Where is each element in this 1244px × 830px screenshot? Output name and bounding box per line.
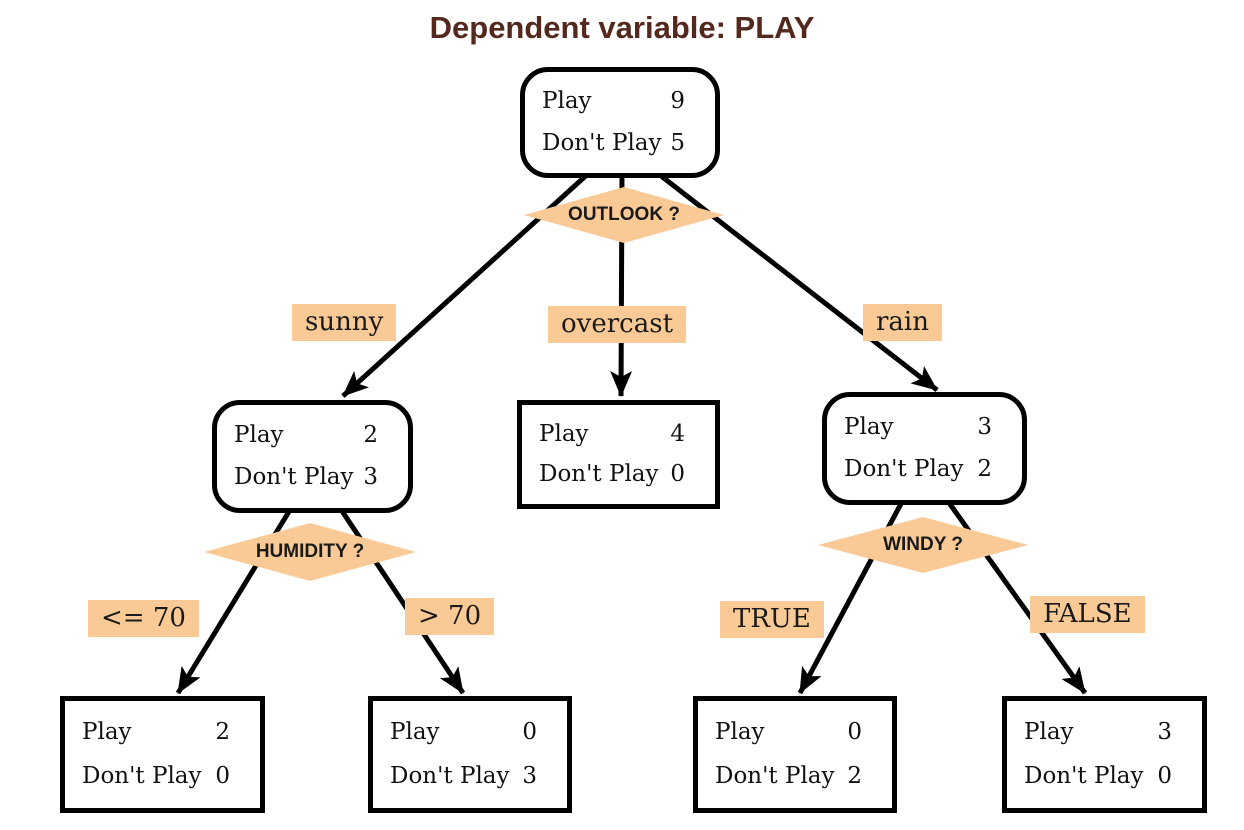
dont-play-label: Don't Play [844, 456, 964, 482]
branch-label-windy-true: TRUE [720, 601, 824, 638]
node-row: Don't Play 3 [217, 466, 408, 489]
outlook-question-label: OUTLOOK ? [568, 204, 680, 225]
play-count: 3 [977, 414, 992, 440]
play-count: 2 [363, 422, 378, 448]
node-row: Don't Play 0 [1007, 762, 1202, 789]
play-label: Play [234, 422, 284, 448]
node-row: Play 9 [525, 90, 715, 113]
node-row: Play 3 [827, 416, 1022, 439]
play-count: 4 [670, 420, 685, 447]
dont-play-count: 3 [363, 464, 378, 490]
node-row: Play 0 [698, 721, 892, 744]
node-row: Play 2 [65, 721, 260, 744]
node-row: Don't Play 2 [698, 762, 892, 789]
windy-true-label: TRUE [733, 604, 811, 634]
play-label: Play [844, 414, 894, 440]
node-sunny: Play 2 Don't Play 3 [212, 400, 413, 513]
dont-play-count: 3 [522, 762, 537, 789]
humidity-question-label: HUMIDITY ? [255, 541, 365, 562]
leaf-humidity-low: Play 2 Don't Play 0 [60, 696, 265, 813]
branch-label-windy-false: FALSE [1030, 596, 1145, 633]
node-row: Play 4 [522, 420, 715, 447]
leaf-windy-true: Play 0 Don't Play 2 [693, 696, 897, 813]
play-count: 2 [215, 719, 230, 746]
humidity-high-label: > 70 [418, 601, 482, 631]
leaf-windy-false: Play 3 Don't Play 0 [1002, 696, 1207, 813]
edge-rain [654, 170, 939, 392]
node-rain: Play 3 Don't Play 2 [822, 392, 1027, 505]
node-row: Don't Play 5 [525, 129, 715, 156]
branch-label-humidity-low: <= 70 [88, 600, 199, 637]
branch-label-rain: rain [863, 304, 942, 341]
node-row: Don't Play 0 [522, 463, 715, 486]
dont-play-label: Don't Play [82, 762, 202, 789]
page-title: Dependent variable: PLAY [429, 10, 815, 45]
humidity-low-label: <= 70 [101, 603, 186, 633]
edge-humidity-high [335, 503, 466, 695]
play-label: Play [539, 420, 589, 447]
leaf-humidity-high: Play 0 Don't Play 3 [368, 696, 572, 813]
node-row: Don't Play 3 [373, 762, 567, 789]
windy-false-label: FALSE [1043, 599, 1132, 629]
play-count: 0 [522, 719, 537, 746]
rain-label: rain [876, 307, 929, 337]
dont-play-count: 2 [847, 762, 862, 789]
play-count: 0 [847, 719, 862, 746]
branch-label-sunny: sunny [292, 304, 397, 341]
sunny-label: sunny [305, 307, 384, 337]
dont-play-count: 0 [215, 762, 230, 789]
dont-play-label: Don't Play [715, 762, 835, 789]
dont-play-label: Don't Play [390, 762, 510, 789]
dont-play-count: 0 [670, 461, 685, 488]
dont-play-label: Don't Play [542, 129, 662, 156]
play-label: Play [542, 88, 592, 115]
overcast-label: overcast [561, 309, 674, 339]
node-row: Play 3 [1007, 721, 1202, 744]
node-root: Play 9 Don't Play 5 [520, 67, 720, 178]
play-label: Play [1024, 719, 1074, 746]
dont-play-label: Don't Play [1024, 762, 1144, 789]
node-row: Don't Play 2 [827, 458, 1022, 481]
play-count: 9 [670, 88, 685, 115]
play-label: Play [390, 719, 440, 746]
play-count: 3 [1157, 719, 1172, 746]
dont-play-count: 2 [977, 456, 992, 482]
dont-play-count: 5 [670, 129, 685, 156]
play-label: Play [82, 719, 132, 746]
node-row: Don't Play 0 [65, 762, 260, 789]
dont-play-label: Don't Play [234, 464, 354, 490]
branch-label-overcast: overcast [548, 306, 687, 343]
dont-play-count: 0 [1157, 762, 1172, 789]
windy-question-label: WINDY ? [883, 534, 963, 555]
branch-label-humidity-high: > 70 [405, 598, 495, 635]
node-row: Play 0 [373, 721, 567, 744]
edge-sunny [341, 170, 592, 398]
node-row: Play 2 [217, 424, 408, 447]
leaf-overcast: Play 4 Don't Play 0 [517, 400, 720, 509]
dont-play-label: Don't Play [539, 461, 659, 488]
play-label: Play [715, 719, 765, 746]
